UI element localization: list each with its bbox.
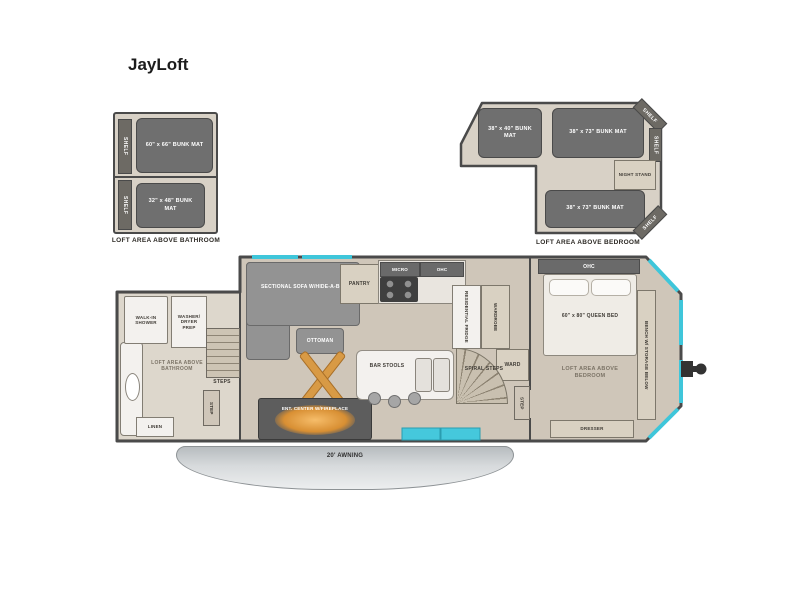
ward-cabinet: WARD xyxy=(496,349,529,381)
pillow-icon xyxy=(549,279,589,296)
sofa-label: SECTIONAL SOFA W/HIDE-A-BED xyxy=(261,284,347,290)
bar-stools-label: BAR STOOLS xyxy=(369,363,405,369)
wardrobe: WARDROBE xyxy=(481,285,510,349)
sink-basin-icon xyxy=(415,358,432,392)
night-stand: NIGHT STAND xyxy=(614,160,656,190)
spiral-steps-label: SPIRAL STEPS xyxy=(464,366,504,372)
walk-in-shower: WALK-IN SHOWER xyxy=(124,296,168,344)
loft-bathroom-divider xyxy=(115,176,216,178)
bunk-mat-38x40: 38" x 40" BUNK MAT xyxy=(478,108,542,158)
overhead-cabinet-bedroom: OHC xyxy=(538,259,640,274)
interior-walls xyxy=(239,257,531,441)
loft-above-bathroom: SHELF SHELF 60" x 66" BUNK MAT 32" x 48"… xyxy=(113,112,218,234)
loft-bathroom-caption: LOFT AREA ABOVE BATHROOM xyxy=(111,237,221,244)
pantry: PANTRY xyxy=(340,264,379,304)
bar-stool-icon xyxy=(408,392,421,405)
bar-stool-icon xyxy=(368,392,381,405)
queen-bed: 60" x 80" QUEEN BED xyxy=(543,274,637,356)
step-left: STEP xyxy=(203,390,220,426)
page-title: JayLoft xyxy=(128,55,189,74)
bar-stool-icon xyxy=(388,395,401,408)
loft-area-above-bedroom-label: LOFT AREA ABOVE BEDROOM xyxy=(561,366,619,379)
entry-door-window-2 xyxy=(440,427,481,441)
bunk-mat-32x48: 32" x 48" BUNK MAT xyxy=(136,183,205,228)
linen-cabinet: LINEN xyxy=(136,417,174,437)
bunk-mat-38x73-top: 38" x 73" BUNK MAT xyxy=(552,108,644,158)
fireplace-glow xyxy=(275,405,355,435)
queen-bed-label: 60" x 80" QUEEN BED xyxy=(561,313,619,319)
loft-steps xyxy=(206,328,240,378)
shelf-label: SHELF xyxy=(118,180,132,230)
pillow-icon xyxy=(591,279,631,296)
bunk-mat-38x73-bottom: 38" x 73" BUNK MAT xyxy=(545,190,645,228)
bench-with-storage: BENCH W/ STORAGE BELOW xyxy=(637,290,656,420)
overhead-cabinet-kitchen: OHC xyxy=(420,262,464,277)
washer-dryer-prep: WASHER/ DRYER PREP xyxy=(171,296,207,348)
dresser: DRESSER xyxy=(550,420,634,438)
step-right: STEP xyxy=(514,386,530,420)
steps-label: STEPS xyxy=(213,379,231,385)
ent-center: ENT. CENTER W/FIREPLACE xyxy=(258,398,372,440)
microwave: MICRO xyxy=(380,262,420,277)
loft-bedroom-caption: LOFT AREA ABOVE BEDROOM xyxy=(535,239,641,246)
sink-basin-icon xyxy=(433,358,450,392)
shelf-label: SHELF xyxy=(118,119,132,174)
ent-center-label: ENT. CENTER W/FIREPLACE xyxy=(281,406,349,411)
entry-door-window xyxy=(401,427,441,441)
awning-label: 20' AWNING xyxy=(326,453,364,459)
kitchen-island: BAR STOOLS xyxy=(356,350,454,400)
sink-icon xyxy=(125,373,140,401)
loft-area-above-bathroom-label: LOFT AREA ABOVE BATHROOM xyxy=(151,360,203,373)
ottoman: OTTOMAN xyxy=(296,328,344,354)
range-cooktop-icon xyxy=(380,277,418,302)
window-strips xyxy=(252,255,683,440)
shelf-label: SHELF xyxy=(649,128,662,162)
hitch-icon xyxy=(681,361,707,377)
bunk-mat-60x66: 60" x 66" BUNK MAT xyxy=(136,118,213,173)
residential-fridge: RESIDENTIAL FRIDGE xyxy=(452,285,481,349)
